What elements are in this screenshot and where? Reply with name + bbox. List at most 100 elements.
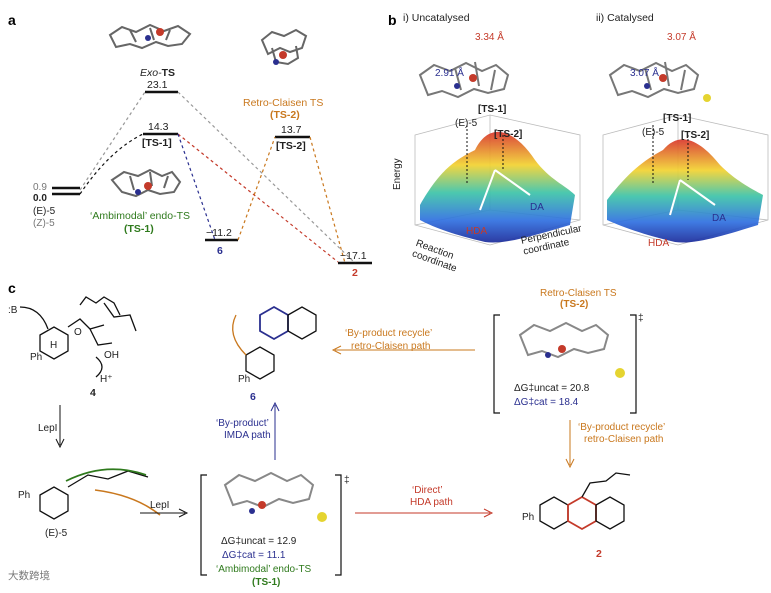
phenyl-label-2: Ph: [522, 512, 535, 523]
ts1-bracket: [200, 474, 342, 576]
path-start-ts1: [79, 133, 144, 195]
byproduct-recycle-top: ‘By-product recycle’: [345, 328, 433, 339]
uncat-ts2-label: [TS-2]: [494, 129, 523, 140]
z5-label: (Z)-5: [33, 218, 55, 229]
compound-4-structure: [19, 296, 137, 378]
cat-ts2-label: [TS-2]: [681, 130, 710, 141]
ts1-dg-uncat: ΔG‡uncat = 12.9: [221, 536, 297, 547]
dienophile-highlight: [94, 489, 161, 516]
uncat-distance-top: 3.34 Å: [475, 32, 504, 43]
cat-distance-top: 3.07 Å: [667, 32, 696, 43]
uncat-markers: [466, 125, 504, 185]
watermark: 大数跨境: [8, 570, 50, 582]
uncat-surface: [420, 131, 575, 243]
cat-reaction-arrows: [669, 179, 716, 216]
cat-surface: [607, 139, 763, 243]
imda-path-label: IMDA path: [224, 430, 271, 441]
arrow-retro-claisen-top: [331, 345, 475, 355]
compound-6-label-c: 6: [250, 391, 256, 403]
endo-ts-sub: (TS-1): [124, 223, 154, 235]
exo-ts-molecule: [108, 23, 192, 50]
base-label: :B: [8, 305, 18, 316]
retro-path-top: retro-Claisen path: [351, 341, 431, 352]
compound-6-label: 6: [217, 245, 223, 257]
catalysed-title: ii) Catalysed: [596, 12, 654, 24]
arrow-lepi-right: [140, 508, 189, 518]
ts2-dg-uncat: ΔG‡uncat = 20.8: [514, 383, 590, 394]
compound-4-label: 4: [90, 387, 96, 399]
energy-axis-label: Energy: [392, 158, 403, 190]
uncat-ts1-label: [TS-1]: [478, 104, 507, 115]
z5-energy: 0.9: [33, 182, 47, 193]
retro-claisen-sub-c: (TS-2): [560, 299, 589, 310]
path-exo-2: [177, 91, 356, 264]
endo-ts-title-c: ‘Ambimodal’ endo-TS: [216, 564, 312, 575]
compound-2-structure: [539, 472, 631, 531]
compound-2-label: 2: [352, 267, 358, 279]
e5-label: (E)-5: [33, 206, 56, 217]
arrow-imda: [270, 401, 280, 460]
hydroxyl-label: OH: [104, 350, 119, 361]
e5-label-c: (E)-5: [45, 528, 68, 539]
exo-prefix: Exo-: [140, 67, 162, 79]
path-ts1-2: [177, 133, 339, 263]
arrow-retro-claisen-down: [565, 420, 575, 469]
endo-ts-molecule: [110, 168, 182, 198]
lepi-label-2: LepI: [150, 500, 170, 511]
ts2-dagger: ‡: [638, 313, 644, 324]
panel-label-a: a: [8, 12, 16, 28]
cat-hda-label: HDA: [648, 238, 670, 249]
retro-claisen-molecule: [260, 28, 308, 66]
byproduct-recycle-right: ‘By-product recycle’: [578, 422, 666, 433]
endo-ts-sub-c: (TS-1): [252, 577, 281, 588]
energy-profile-diagram: [52, 23, 372, 265]
exo-ts-label: Exo-TS: [140, 67, 175, 79]
phenyl-label-4: Ph: [30, 352, 43, 363]
diene-highlight: [65, 468, 147, 482]
retro-claisen-title: Retro-Claisen TS: [243, 97, 324, 109]
oxygen-label: O: [74, 327, 82, 338]
ts2-bracket: [493, 314, 637, 414]
panel-label-c: c: [8, 280, 16, 296]
compound-6-structure: [232, 305, 317, 380]
arrow-lepi-down: [55, 405, 65, 449]
ts1-dg-cat: ΔG‡cat = 11.1: [222, 550, 286, 561]
retro-claisen-sub: (TS-2): [270, 109, 300, 121]
retro-path-right: retro-Claisen path: [584, 434, 664, 445]
hda-path-label: HDA path: [410, 497, 453, 508]
path-6-ts2: [237, 136, 276, 241]
uncat-ts-molecule: [418, 61, 510, 99]
compound-2-label-c: 2: [596, 548, 602, 560]
uncatalysed-title: i) Uncatalysed: [403, 12, 470, 24]
phenyl-label-e5: Ph: [18, 490, 31, 501]
ts1-bracket-label: [TS-1]: [142, 137, 172, 149]
ts1-energy: 14.3: [148, 121, 169, 133]
cat-ts-molecule: [608, 61, 711, 102]
ts2-energy: 13.7: [281, 124, 302, 136]
cat-da-label: DA: [712, 213, 726, 224]
uncat-reaction-arrows: [479, 169, 531, 211]
ts2-bracket-label: [TS-2]: [276, 140, 306, 152]
ts1-molecule: [223, 471, 327, 522]
byproduct-label: ‘By-product’: [216, 418, 269, 429]
path-ts2-2: [309, 136, 346, 264]
panel-label-b: b: [388, 12, 397, 28]
uncat-e5-label: (E)-5: [455, 118, 478, 129]
exo-ts-energy: 23.1: [147, 79, 168, 91]
path-ts1-6: [177, 133, 216, 241]
uncat-distance-left: 2.91 Å: [435, 68, 464, 79]
endo-ts-title: ‘Ambimodal’ endo-TS: [90, 210, 190, 222]
path-start-exo: [79, 91, 146, 191]
exo-ts-bold: TS: [161, 67, 176, 79]
ts1-dagger: ‡: [344, 475, 350, 486]
phenyl-label-6: Ph: [238, 374, 251, 385]
compound-e5-structure: [39, 470, 149, 520]
e5-energy: 0.0: [33, 193, 47, 204]
cat-e5-label: (E)-5: [642, 127, 665, 138]
retro-claisen-title-c: Retro-Claisen TS: [540, 288, 617, 299]
proton-label: H⁺: [100, 374, 113, 385]
cat-distance-left: 3.07 Å: [630, 68, 659, 79]
ts2-molecule: [518, 321, 625, 378]
cat-ts1-label: [TS-1]: [663, 113, 692, 124]
cat-markers: [652, 125, 689, 185]
